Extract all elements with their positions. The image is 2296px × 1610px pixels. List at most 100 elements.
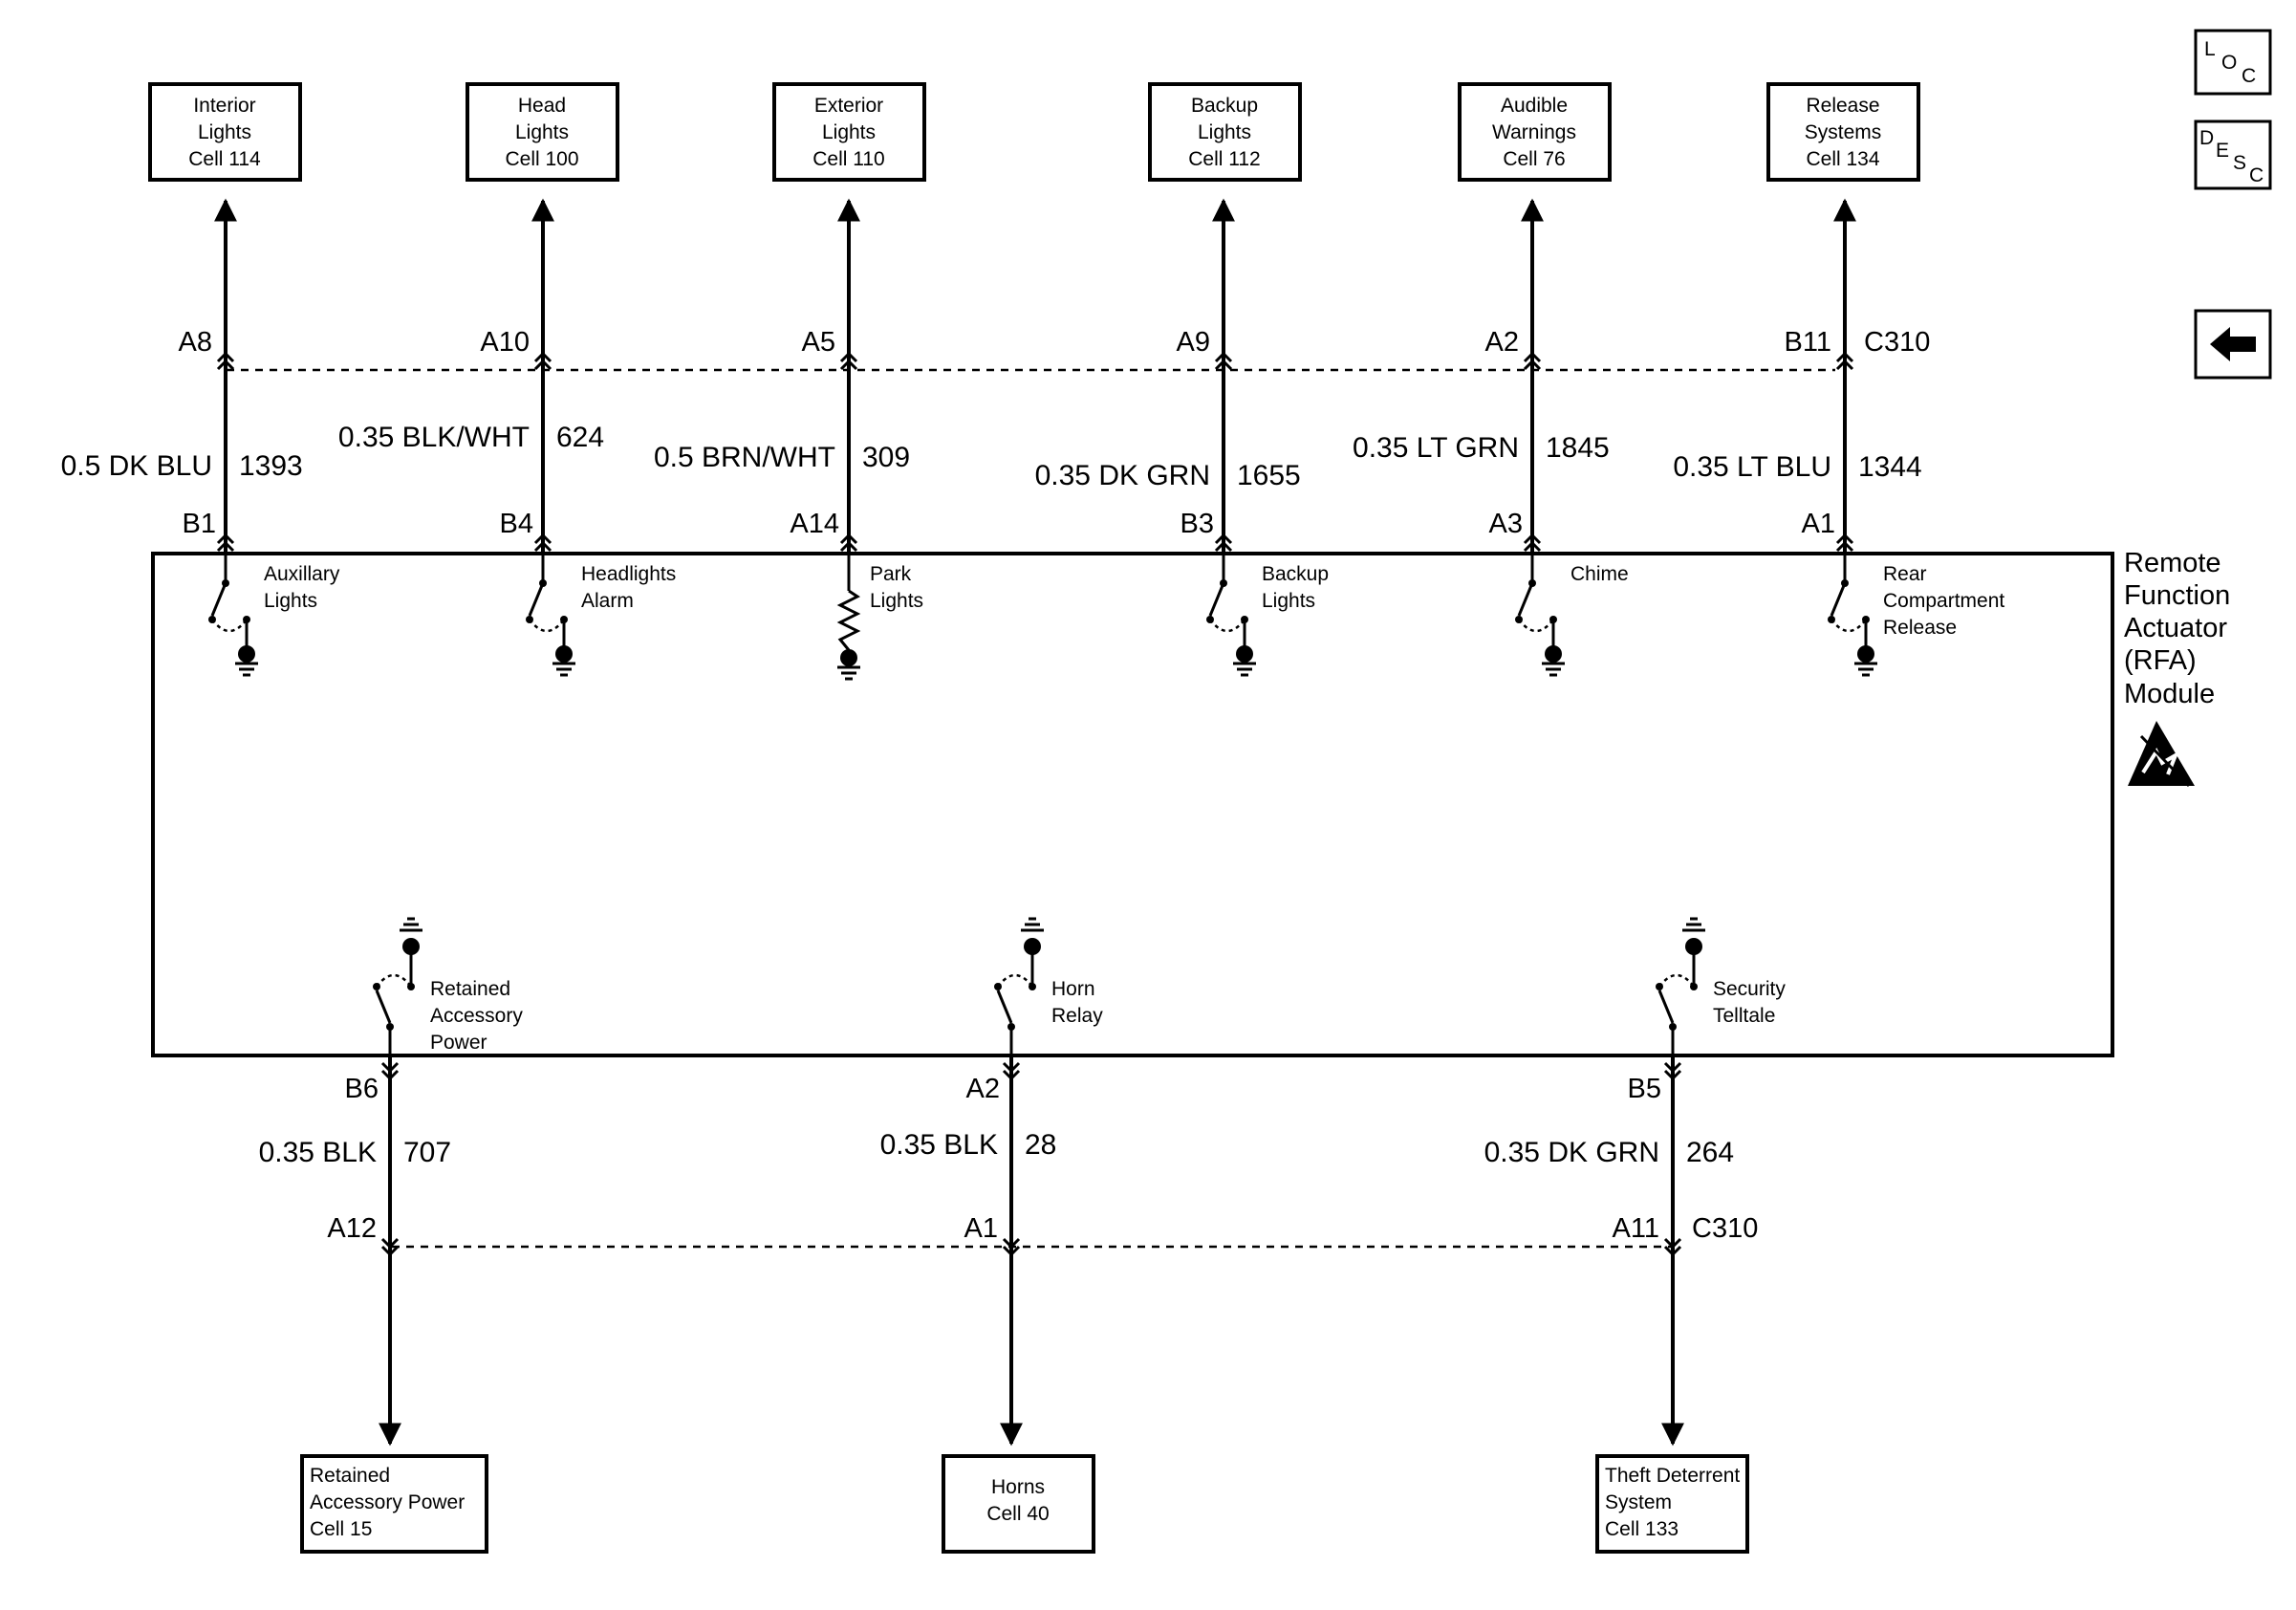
connector-pin-label: A10: [480, 327, 530, 358]
module-pin-label: A2: [966, 1074, 1000, 1104]
connector-terminal-icon: [533, 351, 552, 371]
connector-terminal-icon: [1214, 533, 1233, 553]
desc-letter-c: C: [2249, 164, 2264, 186]
switch-label: Headlights: [581, 563, 676, 585]
connector-terminal-icon: [1835, 351, 1854, 371]
destination-label: Systems: [1805, 121, 1882, 143]
circuit-number-label: 707: [403, 1137, 451, 1168]
module-pin-label: B3: [1180, 509, 1214, 539]
circuit-number-label: 624: [556, 422, 604, 453]
destination-label: Accessory Power: [310, 1491, 465, 1513]
wire-color-label: 0.35 BLK/WHT: [338, 422, 530, 453]
module-pin-label: A14: [790, 509, 839, 539]
connector-terminal-icon: [1214, 351, 1233, 371]
switch-label: Lights: [870, 590, 923, 612]
destination-label: Cell 110: [812, 148, 885, 170]
destination-label: Lights: [1198, 121, 1251, 143]
destination-label: Interior: [193, 95, 255, 117]
destination-label: Lights: [515, 121, 569, 143]
destination-label: Lights: [822, 121, 876, 143]
switch-label: Accessory: [430, 1005, 523, 1027]
module-pin-label: A3: [1489, 509, 1523, 539]
loc-letter-c: C: [2242, 65, 2256, 87]
desc-button[interactable]: D E S C: [2194, 120, 2272, 190]
connector-pin-label: A9: [1177, 327, 1210, 358]
ground-icon: [1682, 917, 1705, 932]
switch-label: Auxillary: [264, 563, 340, 585]
switch-label: Lights: [264, 590, 317, 612]
ground-icon: [552, 662, 575, 677]
destination-label: Horns: [991, 1476, 1045, 1498]
wire-color-label: 0.5 DK BLU: [61, 450, 212, 482]
switch-label: Relay: [1051, 1005, 1103, 1027]
destination-label: Warnings: [1492, 121, 1576, 143]
destination-label: Theft Deterrent: [1605, 1465, 1740, 1487]
wire-color-label: 0.35 LT BLU: [1673, 451, 1831, 483]
destination-label: Cell 76: [1503, 148, 1565, 170]
ground-icon: [837, 665, 860, 681]
desc-letter-e: E: [2216, 140, 2229, 162]
destination-label: Backup: [1191, 95, 1258, 117]
circuit-number-label: 1845: [1546, 432, 1610, 464]
switch-label: Compartment: [1883, 590, 2004, 612]
connector-pin-label: A1: [964, 1213, 998, 1244]
connector-terminal-icon: [839, 351, 858, 371]
desc-letter-d: D: [2199, 127, 2214, 149]
switch-label: Release: [1883, 617, 1957, 639]
ground-icon: [400, 917, 422, 932]
loc-button[interactable]: L O C: [2194, 29, 2272, 96]
top-connector-name: C310: [1864, 327, 1930, 358]
connector-terminal-icon: [1835, 533, 1854, 553]
ground-icon: [1021, 917, 1044, 932]
circuit-number-label: 1344: [1858, 451, 1922, 483]
wire-color-label: 0.35 DK GRN: [1035, 460, 1210, 491]
destination-label: System: [1605, 1491, 1672, 1513]
ground-icon: [1542, 662, 1565, 677]
circuit-number-label: 28: [1025, 1129, 1056, 1161]
destination-label: Audible: [1501, 95, 1568, 117]
ground-icon: [1854, 662, 1877, 677]
module-pin-label: B1: [183, 509, 216, 539]
switch-label: Horn: [1051, 978, 1095, 1000]
module-label: Remote Function Actuator (RFA) Module: [2124, 548, 2230, 709]
switch-icon: [526, 553, 575, 677]
switch-icon: [1828, 553, 1877, 677]
connector-pin-label: A8: [179, 327, 212, 358]
module-label-line-4: (RFA): [2124, 645, 2197, 676]
wire-color-label: 0.5 BRN/WHT: [654, 442, 835, 473]
destination-label: Cell 112: [1188, 148, 1261, 170]
switch-label: Park: [870, 563, 912, 585]
bottom-connector-name: C310: [1692, 1213, 1758, 1244]
connector-terminal-icon: [1663, 1061, 1682, 1081]
module-pin-label: B6: [345, 1074, 379, 1104]
connector-pin-label: A2: [1485, 327, 1519, 358]
destination-label: Lights: [198, 121, 251, 143]
connector-terminal-icon: [1523, 533, 1542, 553]
connector-terminal-icon: [380, 1061, 400, 1081]
connector-terminal-icon: [1523, 351, 1542, 371]
switch-label: Retained: [430, 978, 510, 1000]
wire-color-label: 0.35 LT GRN: [1353, 432, 1519, 464]
circuit-number-label: 264: [1686, 1137, 1734, 1168]
switch-label: Telltale: [1713, 1005, 1775, 1027]
loc-letter-l: L: [2204, 38, 2216, 60]
switch-label: Security: [1713, 978, 1786, 1000]
circuit-number-label: 1393: [239, 450, 303, 482]
connector-terminal-icon: [216, 533, 235, 553]
connector-terminal-icon: [1002, 1237, 1021, 1257]
back-button[interactable]: [2194, 309, 2272, 380]
module-pin-label: B5: [1628, 1074, 1661, 1104]
